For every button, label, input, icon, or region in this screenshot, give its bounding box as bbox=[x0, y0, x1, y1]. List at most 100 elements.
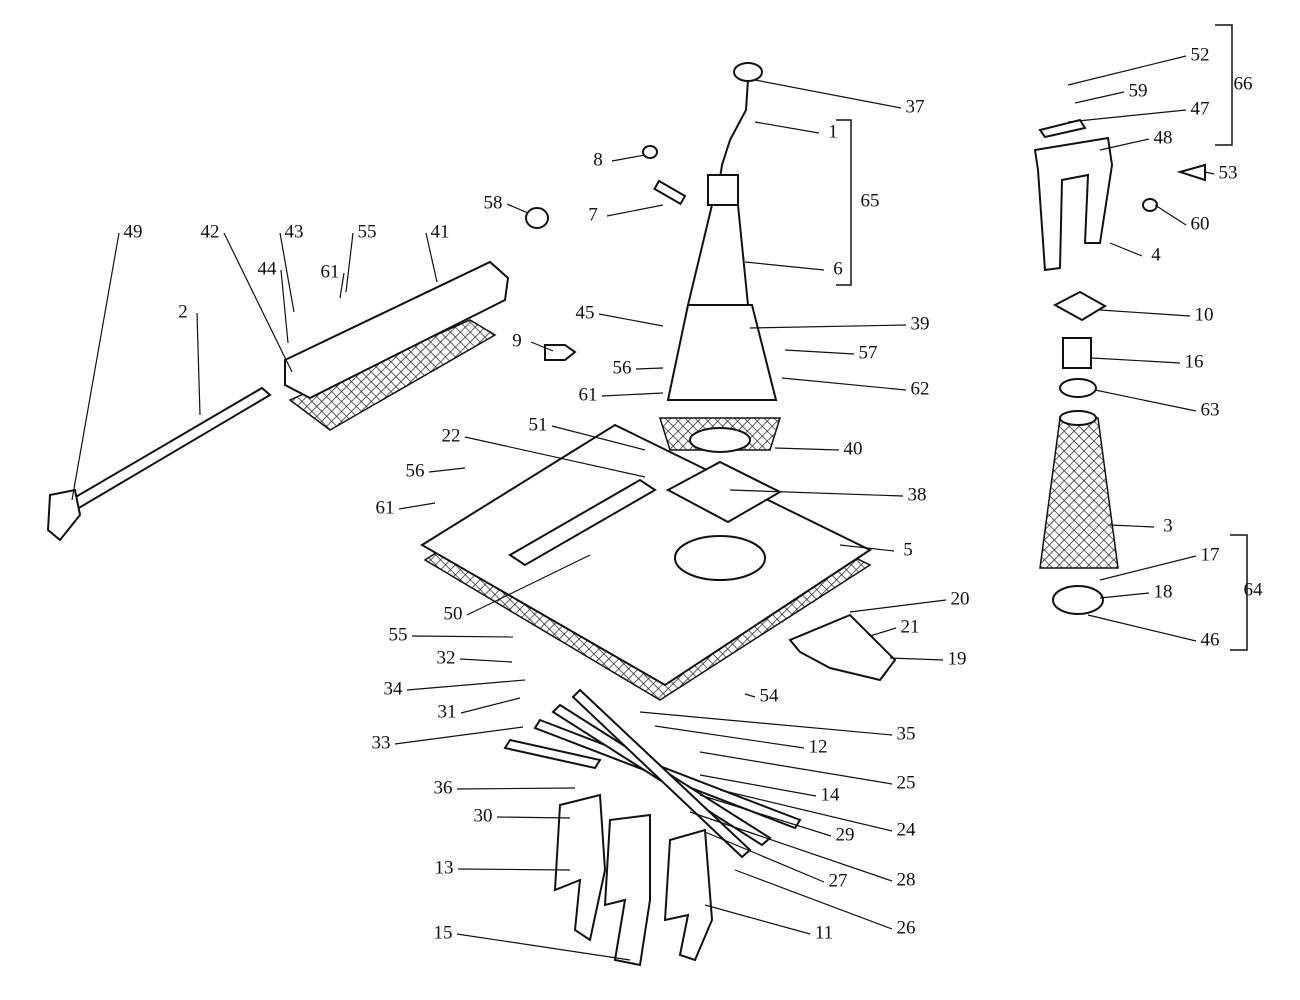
gear-lever-assembly bbox=[658, 62, 782, 453]
callout-label-62: 62 bbox=[911, 378, 930, 399]
leader-line-35 bbox=[639, 711, 893, 736]
leader-line-53 bbox=[1204, 171, 1215, 175]
rod-2 bbox=[60, 386, 272, 514]
callout-label-34: 34 bbox=[384, 678, 404, 699]
leader-line-8 bbox=[611, 154, 646, 162]
callout-label-58: 58 bbox=[484, 192, 503, 213]
leader-line-33 bbox=[394, 726, 524, 745]
leader-line-54 bbox=[744, 693, 756, 698]
leader-line-21 bbox=[869, 627, 897, 637]
callout-label-24: 24 bbox=[897, 819, 917, 840]
callout-label-31: 31 bbox=[438, 701, 457, 722]
lever-base bbox=[689, 427, 751, 453]
callout-label-8: 8 bbox=[593, 149, 603, 170]
callout-label-25: 25 bbox=[897, 772, 916, 793]
fork-15 bbox=[603, 813, 651, 967]
callout-label-53: 53 bbox=[1219, 162, 1238, 183]
boot-3 bbox=[1039, 417, 1119, 569]
lever-knob bbox=[733, 62, 763, 82]
rail-c bbox=[571, 688, 752, 859]
bushing-58 bbox=[525, 207, 549, 229]
callout-label-5: 5 bbox=[903, 539, 913, 560]
callout-label-21: 21 bbox=[901, 616, 920, 637]
callout-label-61: 61 bbox=[321, 261, 340, 282]
callout-label-17: 17 bbox=[1201, 544, 1220, 565]
leader-line-56 bbox=[428, 467, 466, 473]
callout-label-10: 10 bbox=[1195, 304, 1214, 325]
right-parts bbox=[1033, 118, 1206, 615]
leader-line-14 bbox=[699, 774, 817, 797]
callout-label-40: 40 bbox=[844, 438, 863, 459]
lever-rod bbox=[719, 79, 749, 179]
leader-line-13 bbox=[457, 868, 571, 871]
leader-line-16 bbox=[1091, 357, 1181, 364]
callout-label-41: 41 bbox=[431, 221, 450, 242]
callout-label-16: 16 bbox=[1185, 351, 1204, 372]
bracket-65 bbox=[836, 119, 852, 286]
callout-label-45: 45 bbox=[576, 302, 595, 323]
leader-line-26 bbox=[734, 869, 893, 930]
callout-label-54: 54 bbox=[760, 685, 780, 706]
callout-label-57: 57 bbox=[859, 342, 878, 363]
leader-line-6 bbox=[744, 261, 825, 271]
callout-label-48: 48 bbox=[1154, 127, 1173, 148]
callout-label-37: 37 bbox=[906, 96, 925, 117]
leader-line-44 bbox=[280, 269, 289, 344]
callout-label-30: 30 bbox=[474, 805, 493, 826]
cover-plate-assembly bbox=[420, 423, 873, 701]
callout-label-47: 47 bbox=[1191, 98, 1210, 119]
fork-13 bbox=[553, 793, 607, 942]
leader-line-19 bbox=[889, 657, 944, 661]
leader-line-37 bbox=[754, 79, 902, 109]
leader-line-63 bbox=[1094, 389, 1197, 412]
callout-label-60: 60 bbox=[1191, 213, 1210, 234]
leader-line-55 bbox=[345, 232, 354, 293]
screw-53 bbox=[1176, 163, 1206, 182]
leader-line-41 bbox=[425, 232, 438, 283]
hardware bbox=[525, 145, 897, 682]
callout-label-32: 32 bbox=[437, 647, 456, 668]
cover-plate-5 bbox=[420, 423, 873, 687]
nut-60 bbox=[1142, 198, 1158, 212]
leader-line-46 bbox=[1087, 614, 1197, 642]
callout-label-12: 12 bbox=[809, 736, 828, 757]
boot-3-top bbox=[1059, 410, 1097, 426]
leader-line-7 bbox=[606, 204, 664, 217]
callout-label-55: 55 bbox=[358, 221, 377, 242]
fork-11 bbox=[663, 828, 714, 962]
bracket-64 bbox=[1230, 534, 1248, 651]
rail-housing-assembly bbox=[46, 260, 510, 542]
callout-label-28: 28 bbox=[897, 869, 916, 890]
callout-label-9: 9 bbox=[512, 330, 522, 351]
leader-line-2 bbox=[196, 312, 201, 416]
leader-line-56 bbox=[635, 367, 664, 370]
callout-label-4: 4 bbox=[1151, 244, 1161, 265]
housing-41 bbox=[284, 260, 510, 400]
leader-line-51 bbox=[551, 425, 646, 451]
plate-opening bbox=[674, 535, 766, 581]
callout-label-2: 2 bbox=[178, 301, 188, 322]
leader-line-18 bbox=[1099, 592, 1150, 599]
callout-label-36: 36 bbox=[434, 777, 453, 798]
lever-collar bbox=[707, 174, 739, 206]
plate-47 bbox=[1038, 118, 1087, 139]
leader-line-49 bbox=[71, 232, 120, 501]
boot-39 bbox=[666, 304, 778, 401]
ring-63 bbox=[1059, 378, 1097, 398]
bolt-9 bbox=[544, 344, 577, 361]
shift-fork-assembly bbox=[503, 688, 802, 967]
callout-label-61: 61 bbox=[579, 384, 598, 405]
leader-line-48 bbox=[1099, 138, 1150, 151]
leader-line-12 bbox=[654, 725, 805, 749]
callout-label-1: 1 bbox=[828, 121, 838, 142]
leader-line-32 bbox=[459, 658, 513, 663]
leader-line-31 bbox=[460, 697, 521, 714]
callout-label-3: 3 bbox=[1163, 515, 1173, 536]
callout-label-52: 52 bbox=[1191, 44, 1210, 65]
leader-line-29 bbox=[699, 794, 832, 837]
leader-lines bbox=[71, 55, 1215, 961]
leader-line-10 bbox=[1099, 309, 1191, 317]
leader-line-50 bbox=[466, 554, 591, 616]
callout-label-56: 56 bbox=[613, 357, 632, 378]
